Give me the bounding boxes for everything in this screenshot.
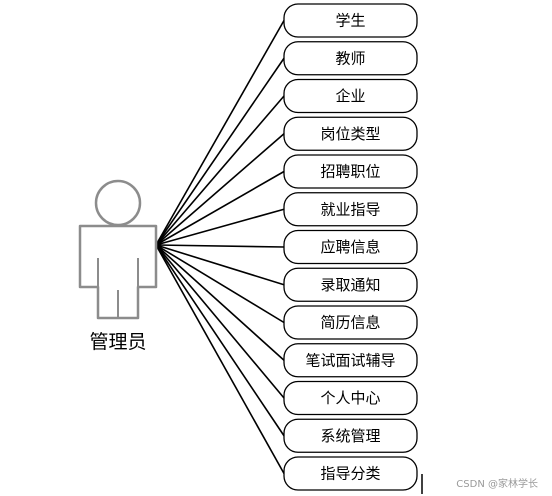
use-case-label: 指导分类 <box>320 465 380 483</box>
use-case: 岗位类型 <box>283 116 418 151</box>
association-line <box>155 244 285 324</box>
use-case-label: 应聘信息 <box>320 238 380 256</box>
use-case: 企业 <box>283 78 418 114</box>
use-case-box <box>283 78 418 114</box>
use-case-box <box>283 116 418 151</box>
use-case: 录取通知 <box>283 267 418 302</box>
use-case-label: 企业 <box>335 87 365 105</box>
use-case-box <box>283 41 418 76</box>
actor-head <box>94 179 142 227</box>
use-case: 学生 <box>283 3 418 38</box>
use-case-box <box>283 154 418 189</box>
use-case: 就业指导 <box>283 192 418 227</box>
association-line <box>155 208 285 246</box>
watermark-text: CSDN @家林学长 <box>456 479 538 490</box>
actor-label: 管理员 <box>89 331 146 353</box>
use-case-label: 简历信息 <box>320 314 380 332</box>
use-case: 笔试面试辅导 <box>283 343 418 378</box>
use-case-box <box>283 343 418 378</box>
use-case-box <box>283 267 418 302</box>
association-line <box>155 244 285 474</box>
actor-figure <box>78 179 158 320</box>
use-case-box <box>283 456 418 491</box>
association-line <box>155 133 285 246</box>
association-line <box>155 170 285 246</box>
use-case-label: 教师 <box>335 49 365 67</box>
association-line <box>155 244 285 248</box>
use-case-label: 个人中心 <box>320 389 380 407</box>
association-line <box>155 95 285 246</box>
use-case-label: 招聘职位 <box>320 163 380 181</box>
use-case-box <box>283 192 418 227</box>
use-case-box <box>283 305 418 340</box>
use-case-label: 学生 <box>335 12 365 30</box>
use-case-label: 岗位类型 <box>320 125 380 143</box>
association-line <box>155 244 285 399</box>
use-case: 简历信息 <box>283 305 418 340</box>
association-line <box>155 244 285 361</box>
use-case-box <box>283 418 418 453</box>
use-case-label: 录取通知 <box>320 276 380 294</box>
association-line <box>155 57 285 246</box>
use-case-label: 笔试面试辅导 <box>305 351 395 369</box>
use-case-list: 学生教师企业岗位类型招聘职位就业指导应聘信息录取通知简历信息笔试面试辅导个人中心… <box>283 3 418 491</box>
use-case: 系统管理 <box>283 418 418 453</box>
use-case-box <box>283 229 418 265</box>
use-case: 个人中心 <box>283 380 418 416</box>
use-case: 应聘信息 <box>283 229 418 265</box>
use-case: 教师 <box>283 41 418 76</box>
use-case-box <box>283 3 418 38</box>
use-case-label: 就业指导 <box>320 200 380 218</box>
actor-body <box>78 224 158 320</box>
association-line <box>155 244 285 437</box>
use-case-label: 系统管理 <box>320 427 380 445</box>
association-line <box>155 244 285 286</box>
use-case: 指导分类 <box>283 456 418 491</box>
association-lines <box>155 20 285 474</box>
association-line <box>155 20 285 246</box>
use-case-box <box>283 380 418 416</box>
use-case: 招聘职位 <box>283 154 418 189</box>
